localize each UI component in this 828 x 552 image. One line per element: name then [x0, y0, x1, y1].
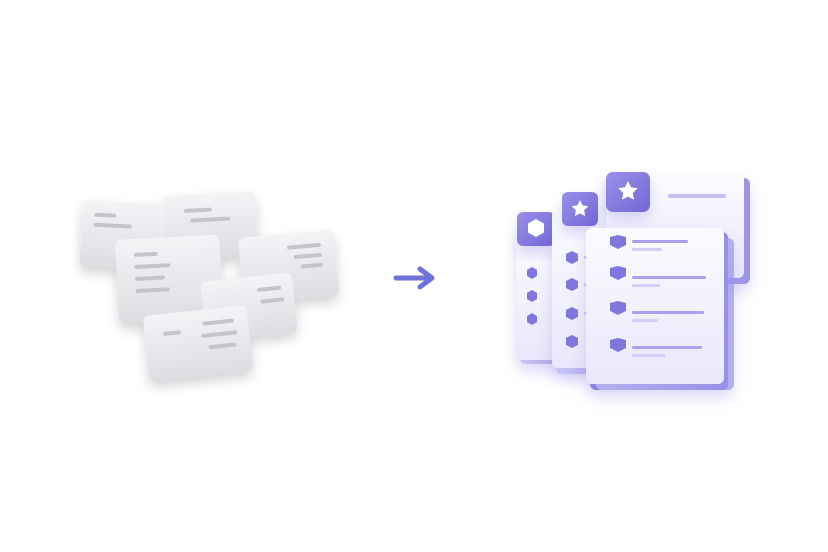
star-icon [606, 172, 650, 212]
gray-card [115, 234, 223, 324]
list-bullets [566, 251, 578, 348]
scattered-cards-group [79, 191, 339, 382]
list-row [610, 235, 688, 251]
list-panel-front [586, 228, 734, 390]
star-icon [562, 192, 598, 226]
hexagon-icon [517, 212, 555, 246]
list-row [610, 301, 704, 322]
arrow-right-icon [393, 266, 435, 290]
gray-card [143, 305, 253, 382]
list-bullets [527, 267, 537, 325]
list-row [610, 266, 706, 287]
organized-lists-group [516, 172, 750, 390]
list-row [610, 338, 702, 357]
